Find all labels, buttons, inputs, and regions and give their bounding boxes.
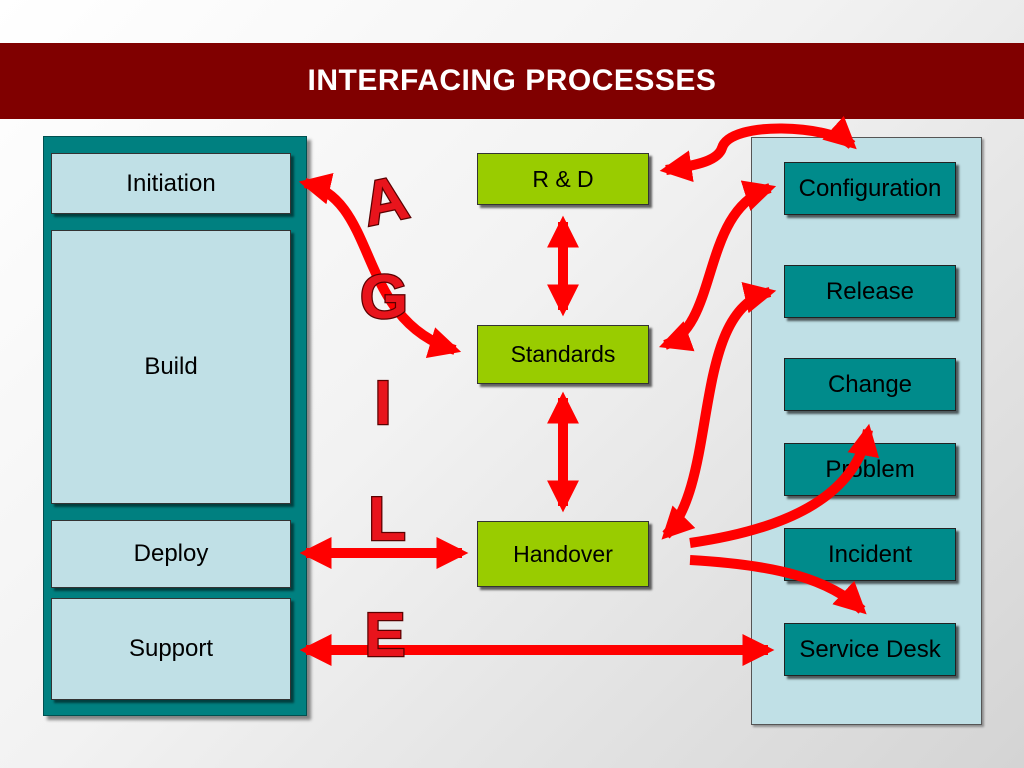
agile-letter-a: A <box>356 163 414 240</box>
incident-box: Incident <box>784 528 956 581</box>
arrow-initiation-standards <box>298 173 462 358</box>
support-box: Support <box>51 598 291 700</box>
agile-letter-l: L <box>368 485 406 554</box>
handover-box: Handover <box>477 521 649 587</box>
rnd-label: R & D <box>532 166 594 192</box>
title-bar: INTERFACING PROCESSES <box>0 43 1024 119</box>
change-box: Change <box>784 358 956 411</box>
deploy-label: Deploy <box>133 540 209 567</box>
deploy-box: Deploy <box>51 520 291 588</box>
page-title: INTERFACING PROCESSES <box>307 64 717 97</box>
initiation-box: Initiation <box>51 153 291 214</box>
configuration-box: Configuration <box>784 162 956 215</box>
incident-label: Incident <box>827 540 913 568</box>
change-label: Change <box>827 370 913 398</box>
problem-label: Problem <box>825 455 915 483</box>
rnd-box: R & D <box>477 153 649 205</box>
problem-box: Problem <box>784 443 956 496</box>
handover-label: Handover <box>513 540 613 567</box>
service-desk-box: Service Desk <box>784 623 956 676</box>
support-label: Support <box>128 635 214 662</box>
agile-letter-g: G <box>360 263 408 332</box>
initiation-label: Initiation <box>126 169 216 197</box>
service-desk-label: Service Desk <box>799 635 941 663</box>
configuration-label: Configuration <box>798 174 942 202</box>
release-box: Release <box>784 265 956 318</box>
agile-letter-e: E <box>364 601 405 670</box>
standards-box: Standards <box>477 325 649 384</box>
build-box: Build <box>51 230 291 504</box>
agile-letter-i: I <box>374 369 391 438</box>
release-label: Release <box>825 277 915 305</box>
build-label: Build <box>144 353 198 380</box>
standards-label: Standards <box>510 341 616 367</box>
